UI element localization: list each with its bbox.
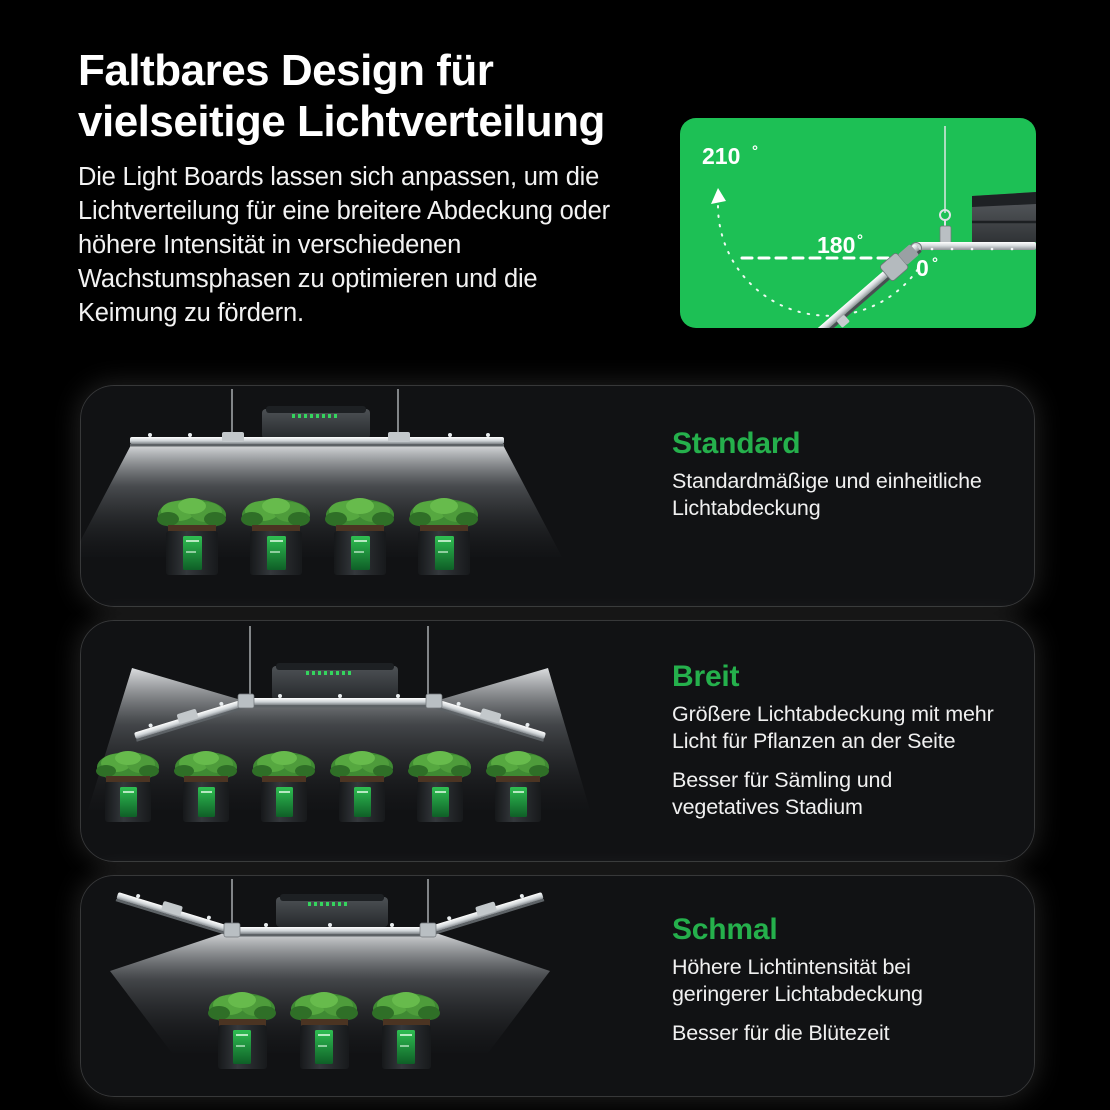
plant: [372, 992, 440, 1026]
illustration-standard: [80, 385, 600, 607]
label-0: 0: [916, 255, 929, 281]
mode-description-line: Höhere Lichtintensität bei geringerer Li…: [672, 954, 923, 1007]
rotation-arc: [717, 205, 921, 317]
driver-box: [276, 894, 388, 927]
mode-title: Breit: [672, 660, 740, 693]
light-bar-center: [246, 694, 434, 708]
page-title: Faltbares Design für vielseitige Lichtve…: [78, 46, 605, 146]
plant: [174, 751, 237, 782]
driver-leds: [308, 902, 347, 906]
plant: [241, 498, 310, 532]
illustration-narrow: [80, 875, 600, 1097]
hinge-left: [237, 693, 255, 709]
card-text-narrow: Schmal Höhere Lichtintensität bei gering…: [672, 913, 1005, 1047]
mode-description-line: Standardmäßige und einheitliche Lichtabd…: [672, 468, 982, 521]
mode-title: Standard: [672, 427, 801, 460]
mode-description-line: Größere Lichtabdeckung mit mehr Licht fü…: [672, 701, 994, 754]
label-180-unit: °: [857, 232, 863, 249]
light-bar-right-folded-down: [425, 892, 545, 937]
plant-group: [157, 498, 478, 575]
light-bar-left-folded-up: [134, 698, 252, 742]
light-cone: [80, 443, 562, 557]
hinge-right: [419, 922, 437, 938]
angle-diagram-panel: 210 ° 180 ° 0 °: [680, 118, 1036, 328]
plant: [290, 992, 358, 1026]
label-210-unit: °: [752, 143, 758, 160]
plant: [252, 751, 315, 782]
light-bar-left-folded-down: [115, 892, 235, 937]
illustration-wide: [80, 620, 600, 862]
plant: [408, 751, 471, 782]
plant: [157, 498, 226, 532]
label-180: 180: [817, 232, 855, 258]
plant: [208, 992, 276, 1026]
rotation-arrow-head: [711, 188, 726, 204]
driver-leds: [306, 671, 351, 675]
label-0-unit: °: [932, 255, 938, 272]
driver-box: [262, 406, 370, 439]
plant: [325, 498, 394, 532]
mode-title: Schmal: [672, 913, 778, 946]
plant-group: [208, 992, 440, 1069]
hinge-right: [425, 693, 443, 709]
plant: [409, 498, 478, 532]
plant-group: [96, 751, 549, 822]
plant: [96, 751, 159, 782]
light-bar-center: [230, 923, 430, 937]
angle-diagram-svg: 210 ° 180 ° 0 °: [702, 126, 1036, 328]
fixed-bar-leds: [930, 247, 1014, 251]
card-text-standard: Standard Standardmäßige und einheitliche…: [672, 427, 1005, 523]
mode-description-line: Besser für die Blütezeit: [672, 1020, 890, 1045]
fixed-light-bar: [916, 242, 1036, 250]
plant: [330, 751, 393, 782]
hero-section: Faltbares Design für vielseitige Lichtve…: [78, 46, 1038, 346]
mode-card-standard[interactable]: Standard Standardmäßige und einheitliche…: [80, 385, 1035, 607]
driver-box: [972, 192, 1036, 242]
mode-card-narrow[interactable]: Schmal Höhere Lichtintensität bei gering…: [80, 875, 1035, 1097]
hero-description: Die Light Boards lassen sich anpassen, u…: [78, 163, 610, 327]
mode-description-line: Besser für Sämling und vegetatives Stadi…: [672, 767, 893, 820]
light-bar-assembly: [130, 432, 504, 447]
card-text-wide: Breit Größere Lichtabdeckung mit mehr Li…: [672, 660, 1005, 822]
plant: [486, 751, 549, 782]
folding-light-bar: [778, 244, 922, 328]
hinge-left: [223, 922, 241, 938]
driver-box: [272, 663, 398, 700]
label-210: 210: [702, 143, 740, 169]
mode-card-wide[interactable]: Breit Größere Lichtabdeckung mit mehr Li…: [80, 620, 1035, 862]
light-bar-right-folded-up: [428, 698, 546, 742]
driver-leds: [292, 414, 337, 418]
